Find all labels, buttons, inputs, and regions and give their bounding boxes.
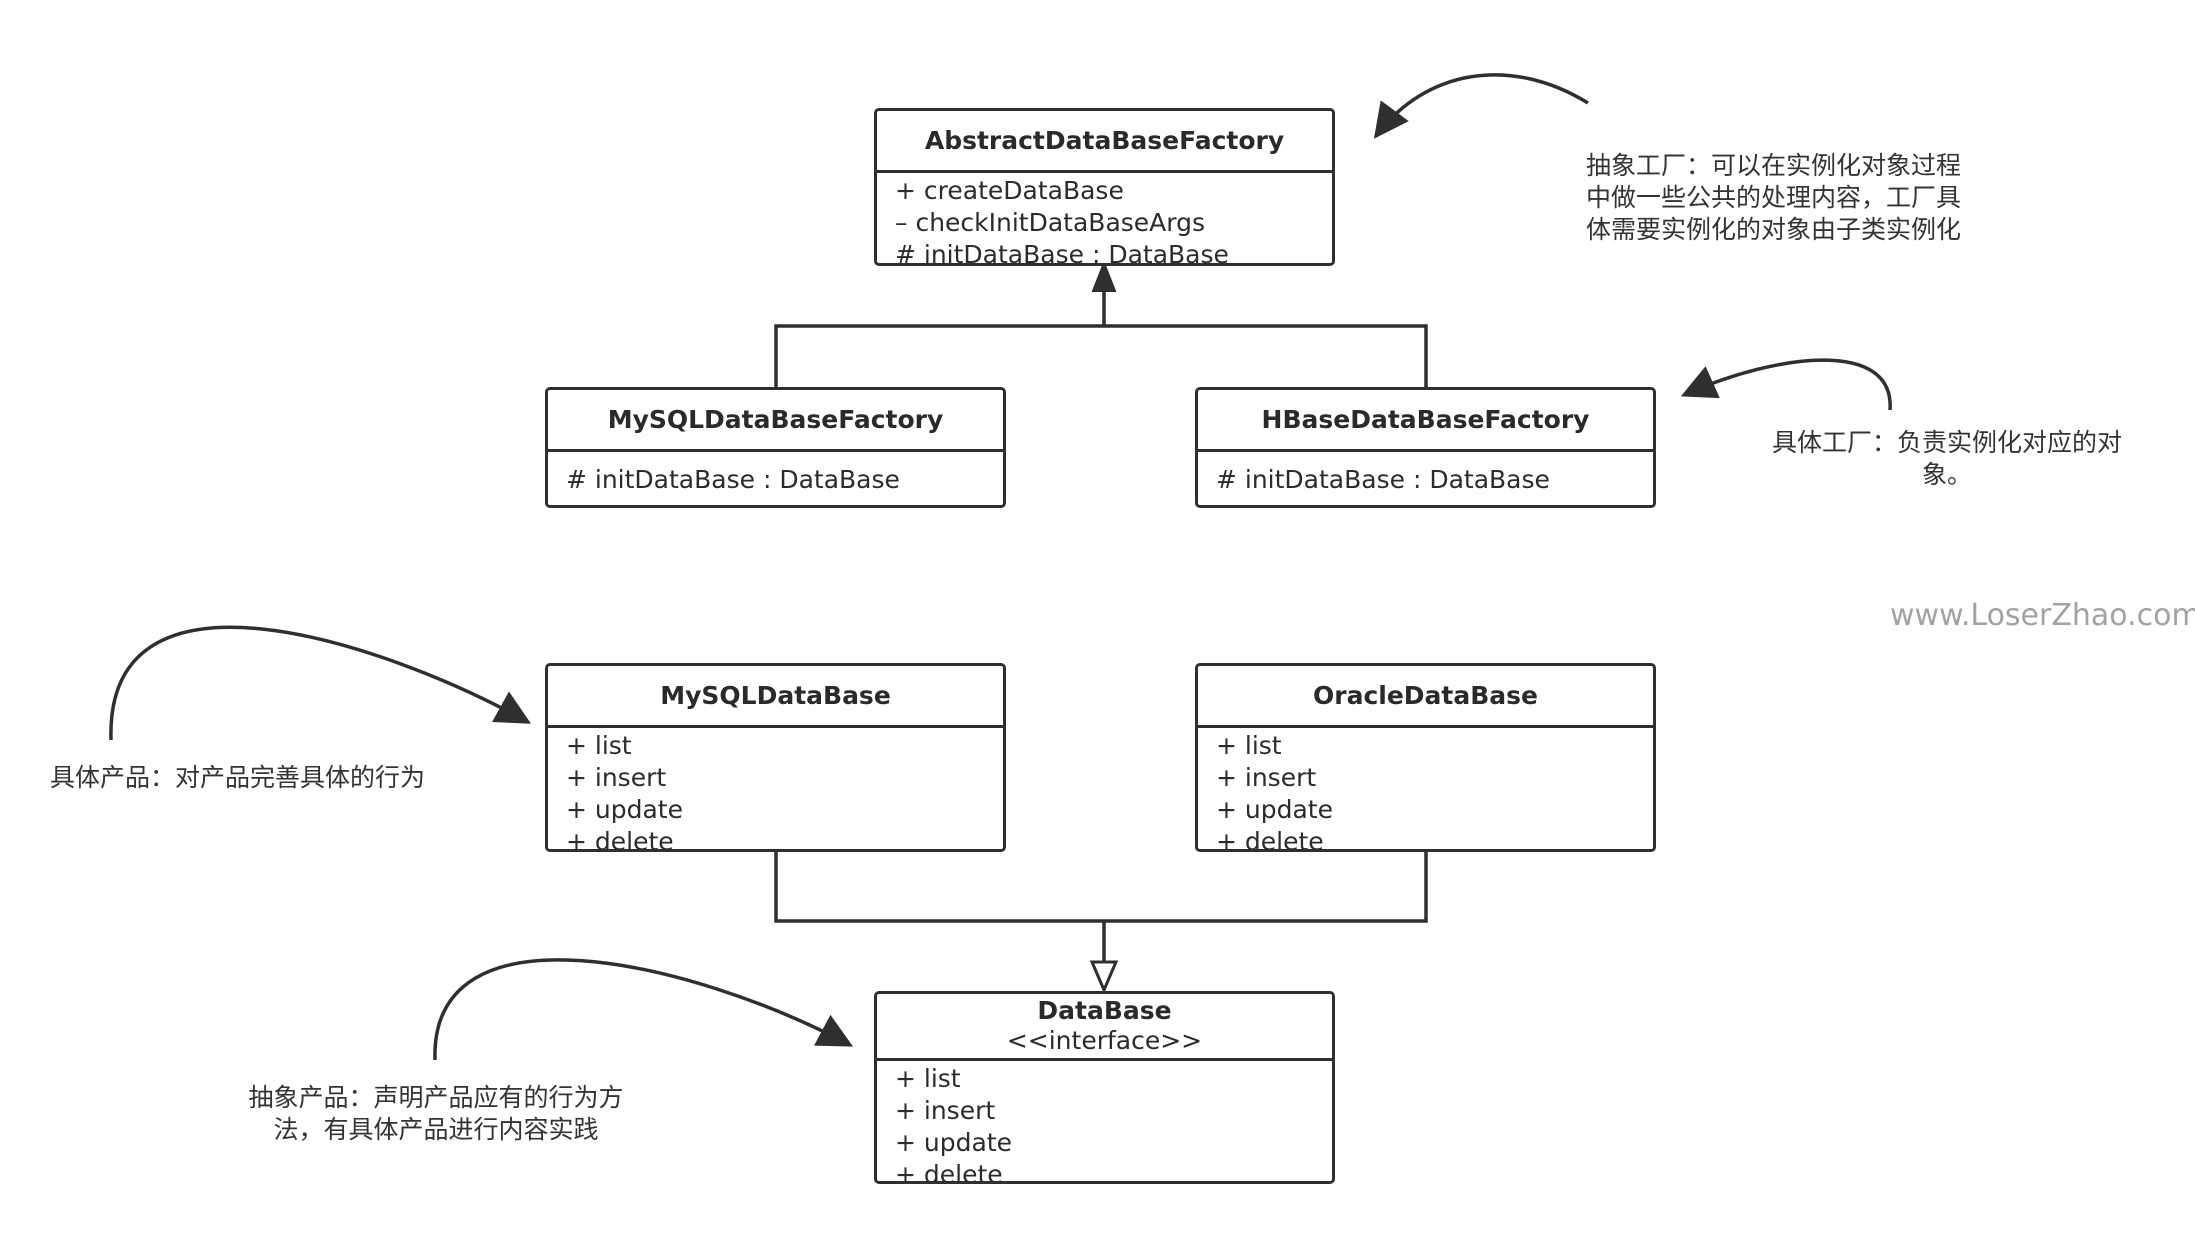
class-members: + list + insert + update + delete <box>1198 728 1653 852</box>
hbase-factory-class: HBaseDataBaseFactory # initDataBase : Da… <box>1195 387 1656 508</box>
database-interface-class: DataBase <<interface>> + list + insert +… <box>874 991 1335 1184</box>
class-header: MySQLDataBase <box>548 666 1003 728</box>
note-line: 中做一些公共的处理内容，工厂具 <box>1586 183 1962 212</box>
member-insert: + insert <box>895 1096 996 1125</box>
member-create-database: + createDataBase <box>895 176 1124 205</box>
interface-stereotype: <<interface>> <box>1006 1026 1203 1055</box>
note-line: 象。 <box>1921 460 1972 489</box>
abstract-factory-note-arrow <box>1373 73 1589 139</box>
concrete-product-note-arrow <box>109 625 532 741</box>
class-header: MySQLDataBaseFactory <box>548 390 1003 452</box>
member-update: + update <box>895 1128 1012 1157</box>
factory-inheritance-connector <box>774 290 1428 387</box>
member-list: + list <box>895 1064 961 1093</box>
note-line: 抽象产品：声明产品应有的行为方 <box>248 1083 624 1112</box>
class-header: DataBase <<interface>> <box>877 994 1332 1061</box>
product-realization-arrowhead <box>1089 960 1119 994</box>
note-line: 体需要实例化的对象由子类实例化 <box>1586 215 1962 244</box>
watermark: www.LoserZhao.com <box>1890 598 2195 633</box>
concrete-factory-note-arrow <box>1680 358 1892 411</box>
mysql-database-class: MySQLDataBase + list + insert + update +… <box>545 663 1006 852</box>
class-header: AbstractDataBaseFactory <box>877 111 1332 173</box>
class-name: MySQLDataBaseFactory <box>607 404 944 434</box>
class-name: MySQLDataBase <box>660 680 891 710</box>
concrete-product-note: 具体产品：对产品完善具体的行为 <box>50 762 470 794</box>
member-insert: + insert <box>566 763 667 792</box>
mysql-factory-class: MySQLDataBaseFactory # initDataBase : Da… <box>545 387 1006 508</box>
abstract-factory-note: 抽象工厂：可以在实例化对象过程 中做一些公共的处理内容，工厂具 体需要实例化的对… <box>1586 150 2006 246</box>
member-insert: + insert <box>1216 763 1317 792</box>
class-name: DataBase <box>1037 996 1172 1025</box>
abstract-factory-class: AbstractDataBaseFactory + createDataBase… <box>874 108 1335 266</box>
note-line: 具体产品：对产品完善具体的行为 <box>50 763 426 792</box>
class-name: OracleDataBase <box>1313 680 1538 710</box>
member-delete: + delete <box>1216 827 1324 852</box>
member-init-database: # initDataBase : DataBase <box>895 240 1229 266</box>
member-delete: + delete <box>566 827 674 852</box>
member-list: + list <box>566 731 632 760</box>
note-line: 具体工厂：负责实例化对应的对 <box>1771 428 2122 457</box>
abstract-product-note-arrow <box>433 958 854 1061</box>
class-members: # initDataBase : DataBase <box>548 452 1003 496</box>
member-update: + update <box>566 795 683 824</box>
concrete-factory-note: 具体工厂：负责实例化对应的对 象。 <box>1762 427 2132 491</box>
class-name: AbstractDataBaseFactory <box>924 125 1285 155</box>
class-members: # initDataBase : DataBase <box>1198 452 1653 496</box>
class-header: OracleDataBase <box>1198 666 1653 728</box>
class-members: + createDataBase – checkInitDataBaseArgs… <box>877 173 1332 266</box>
oracle-database-class: OracleDataBase + list + insert + update … <box>1195 663 1656 852</box>
member-init-database: # initDataBase : DataBase <box>1216 465 1550 494</box>
class-name: HBaseDataBaseFactory <box>1261 404 1590 434</box>
product-realization-connector <box>774 852 1428 962</box>
member-init-database: # initDataBase : DataBase <box>566 465 900 494</box>
class-members: + list + insert + update + delete <box>548 728 1003 852</box>
factory-inheritance-arrowhead <box>1091 260 1117 292</box>
member-check-init-database-args: – checkInitDataBaseArgs <box>895 208 1206 237</box>
member-update: + update <box>1216 795 1333 824</box>
class-header: HBaseDataBaseFactory <box>1198 390 1653 452</box>
member-list: + list <box>1216 731 1282 760</box>
note-line: 法，有具体产品进行内容实践 <box>273 1115 599 1144</box>
member-delete: + delete <box>895 1160 1003 1184</box>
note-line: 抽象工厂：可以在实例化对象过程 <box>1586 151 1962 180</box>
class-members: + list + insert + update + delete <box>877 1061 1332 1184</box>
abstract-product-note: 抽象产品：声明产品应有的行为方 法，有具体产品进行内容实践 <box>236 1082 636 1146</box>
